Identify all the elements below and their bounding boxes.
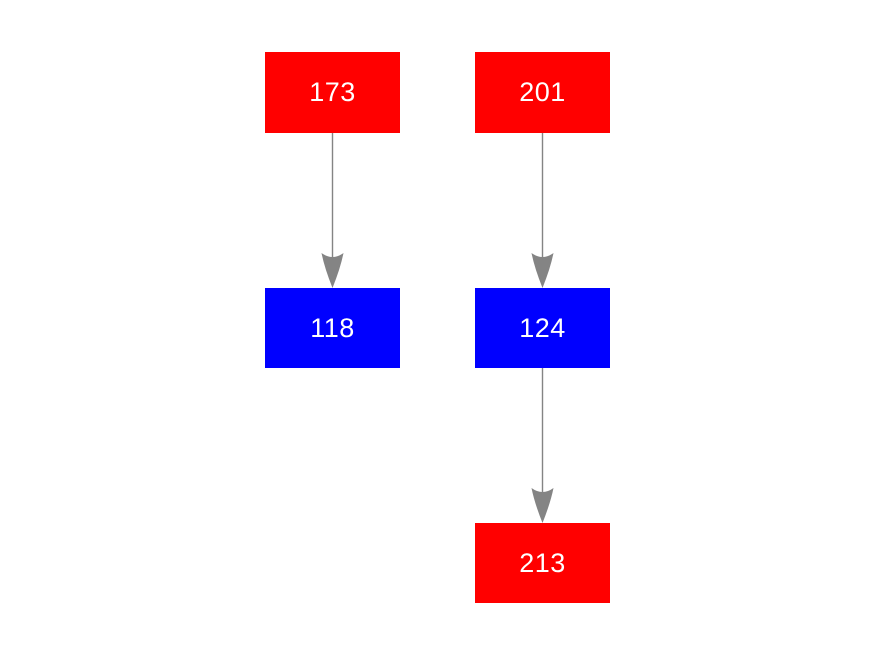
graph-node-213[interactable]: 213 [475, 523, 610, 603]
graph-node-201[interactable]: 201 [475, 52, 610, 133]
graph-node-label: 124 [519, 312, 566, 343]
edge-arrowhead [321, 253, 344, 288]
graph-node-label: 201 [519, 77, 566, 107]
graph-edge-124-213 [531, 368, 554, 523]
graph-node-173[interactable]: 173 [265, 52, 400, 133]
graph-node-label: 118 [310, 312, 355, 343]
edge-arrowhead [531, 488, 554, 523]
graph-node-label: 173 [309, 77, 356, 107]
graph-edge-201-124 [531, 133, 554, 288]
graph-edge-173-118 [321, 133, 344, 288]
graph-node-label: 213 [519, 547, 566, 578]
graph-node-124[interactable]: 124 [475, 288, 610, 368]
graph-node-118[interactable]: 118 [265, 288, 400, 368]
edge-arrowhead [531, 253, 554, 288]
